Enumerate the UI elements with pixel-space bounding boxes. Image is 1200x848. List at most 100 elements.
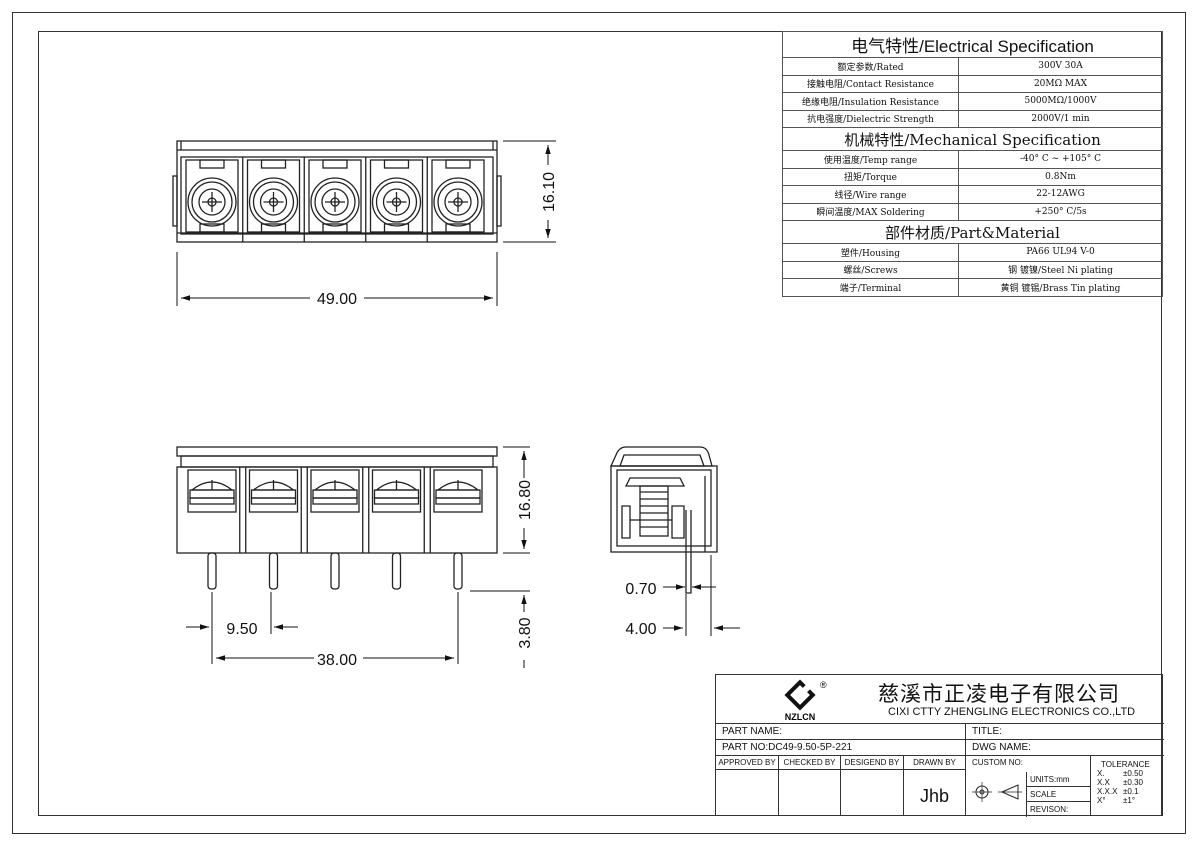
front-view [176, 446, 498, 590]
dim-top-height [503, 140, 556, 243]
spec-value: +250° C/5s [958, 202, 1163, 221]
spec-value: 22-12AWG [958, 185, 1163, 204]
title-block: ® NZLCN 慈溪市正凌电子有限公司 CIXI CTTY ZHENGLING … [715, 674, 1164, 817]
units-label: UNITS:mm [1027, 772, 1091, 787]
tolerance-key: X° [1097, 796, 1106, 805]
spec-value: PA66 UL94 V-0 [958, 243, 1163, 262]
solder-pin [207, 552, 217, 590]
spec-label: 瞬间温度/MAX Soldering [782, 202, 959, 221]
dim-pin-thickness-label: 0.70 [625, 581, 656, 598]
specification-table: 电气特性/Electrical Specification 额定参数/Rated… [782, 31, 1163, 297]
custom-no-label: CUSTOM NO: [972, 758, 1023, 767]
spec-value: 5000MΩ/1000V [958, 92, 1163, 111]
logo-area: ® NZLCN [716, 675, 848, 723]
dwg-name-cell: DWG NAME: [966, 739, 1164, 755]
company-name-area: 慈溪市正凌电子有限公司 CIXI CTTY ZHENGLING ELECTRON… [848, 675, 1164, 723]
spec-label: 使用温度/Temp range [782, 150, 959, 169]
solder-pin [453, 552, 463, 590]
part-no-value: DC49-9.50-5P-221 [768, 742, 853, 753]
dim-pin-length-label: 3.80 [517, 617, 534, 648]
drawn-by-cell: DRAWN BY Jhb [904, 755, 966, 816]
terminal-position-top [431, 159, 485, 233]
dim-side [663, 555, 740, 636]
spec-row: 使用温度/Temp range-40° C ~ +105° C [782, 150, 1163, 169]
units-scale-cells: UNITS:mm SCALE REVISON: [1026, 772, 1091, 817]
terminal-position-front [248, 469, 299, 513]
tolerance-key: X.X.X [1097, 787, 1118, 796]
revision-label: REVISON: [1030, 805, 1069, 814]
tolerance-key: X. [1097, 769, 1105, 778]
electrical-spec-title: 电气特性/Electrical Specification [782, 31, 1163, 58]
separator-wall [300, 467, 308, 553]
dim-top-height-label: 16.10 [541, 172, 558, 212]
dim-top-width-label: 49.00 [317, 291, 357, 308]
company-name-en: CIXI CTTY ZHENGLING ELECTRONICS CO.,LTD [888, 706, 1136, 718]
dim-front-height [470, 446, 530, 668]
spec-value: 2000V/1 min [958, 109, 1163, 128]
spec-label: 抗电强度/Dielectric Strength [782, 109, 959, 128]
solder-pin [330, 552, 340, 590]
terminal-position-top [185, 159, 239, 233]
designed-by-label: DESIGEND BY [841, 756, 903, 770]
scale-label: SCALE [1027, 787, 1091, 802]
title-cell: TITLE: [966, 723, 1164, 739]
terminal-position-front [187, 469, 237, 513]
drawn-by-label: DRAWN BY [904, 756, 965, 770]
dim-top-width [176, 252, 498, 306]
material-spec-title: 部件材质/Part&Material [782, 220, 1163, 244]
spec-value: 0.8Nm [958, 167, 1163, 186]
terminal-position-top [369, 159, 424, 233]
terminal-position-top [246, 159, 301, 233]
spec-label: 线径/Wire range [782, 185, 959, 204]
spec-label: 额定参数/Rated [782, 57, 959, 76]
company-name-cn: 慈溪市正凌电子有限公司 [878, 683, 1120, 706]
separator-wall [362, 467, 370, 553]
top-view [172, 140, 502, 243]
solder-pin [391, 552, 402, 590]
dim-pitch [186, 592, 459, 664]
approved-by-cell: APPROVED BY [716, 755, 779, 816]
spec-label: 绝缘电阻/Insulation Resistance [782, 92, 959, 111]
tolerance-value: ±1° [1123, 796, 1136, 805]
drawn-by-value: Jhb [919, 786, 950, 806]
terminal-position-front [433, 469, 483, 513]
approved-by-label: APPROVED BY [716, 756, 778, 770]
solder-pin [268, 552, 279, 590]
mechanical-spec-title: 机械特性/Mechanical Specification [782, 127, 1163, 151]
tolerance-row: X.±0.50 [1097, 769, 1158, 778]
dim-pitch-label: 9.50 [226, 621, 257, 638]
terminal-position-top [308, 159, 362, 233]
logo-text: NZLCN [785, 712, 816, 722]
projection-symbol-icon [972, 782, 1022, 802]
spec-value: 300V 30A [958, 57, 1163, 76]
custom-no-cell: CUSTOM NO: UNITS:mm SCALE REVISON: [966, 755, 1091, 817]
spec-label: 螺丝/Screws [782, 260, 959, 279]
terminal-position-front [310, 469, 360, 513]
spec-value: 钢 镀镍/Steel Ni plating [958, 260, 1163, 279]
separator-wall [239, 467, 247, 553]
tolerance-key: X.X [1097, 778, 1110, 787]
tolerance-value: ±0.30 [1123, 778, 1143, 787]
spec-label: 扭矩/Torque [782, 167, 959, 186]
spec-value: -40° C ~ +105° C [958, 150, 1163, 169]
spec-label: 接触电阻/Contact Resistance [782, 74, 959, 93]
company-logo-icon: ® NZLCN [784, 679, 827, 722]
terminal-position-front [371, 469, 422, 513]
outer-frame [12, 12, 1186, 834]
side-view [609, 446, 718, 594]
